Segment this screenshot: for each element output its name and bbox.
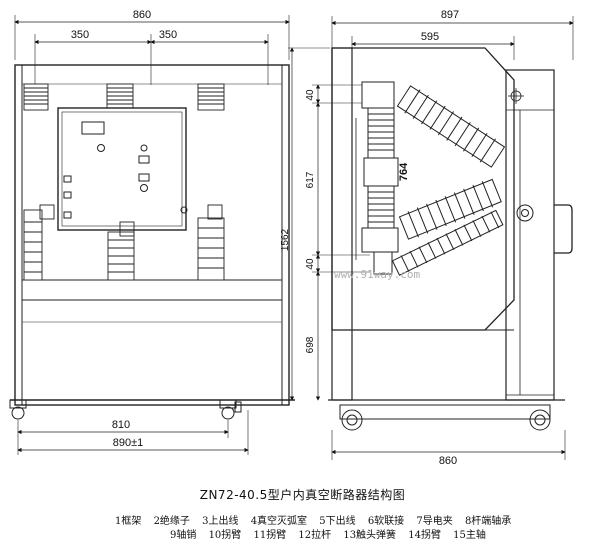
legend-item: 15主轴 bbox=[453, 530, 486, 539]
front-wheels bbox=[9, 399, 242, 420]
parts-legend-row-2: 9轴销 10拐臂 11拐臂 12拉杆 13触头弹簧 14拐臂 15主轴 bbox=[170, 526, 495, 539]
legend-item: 1框架 bbox=[115, 516, 142, 527]
dim-base-width: 890±1 bbox=[113, 437, 144, 449]
dim-side-pole-height: 764 bbox=[398, 162, 410, 181]
parts-legend-row-1: 1框架 2绝缘子 3上出线 4真空灭弧室 5下出线 6软联接 7导电夹 8杆端轴… bbox=[115, 512, 520, 527]
legend-item: 11拐臂 bbox=[253, 530, 287, 539]
top-insulators bbox=[23, 83, 225, 111]
vacuum-interrupter-pole bbox=[355, 81, 399, 275]
legend-item: 6软联接 bbox=[367, 516, 405, 527]
dim-front-total-width: 860 bbox=[133, 9, 151, 21]
dim-side-top-offset: 40 bbox=[305, 89, 316, 101]
lower-inclined-insulator bbox=[391, 209, 504, 276]
legend-item: 8杆端轴承 bbox=[464, 516, 512, 527]
front-view bbox=[9, 15, 295, 455]
dim-side-contact-height: 617 bbox=[305, 171, 316, 188]
legend-item: 10拐臂 bbox=[208, 530, 242, 539]
dim-side-upper-depth: 595 bbox=[421, 31, 439, 43]
drawing-title: ZN72-40.5型户内真空断路器结构图 bbox=[199, 488, 406, 502]
legend-item: 13触头弹簧 bbox=[343, 530, 397, 539]
watermark: www.91way.com bbox=[334, 268, 420, 281]
dim-wheel-span: 810 bbox=[112, 419, 130, 431]
legend-item: 3上出线 bbox=[202, 516, 239, 527]
legend-item: 14拐臂 bbox=[408, 530, 441, 539]
dim-side-lower-height: 698 bbox=[305, 336, 316, 353]
dim-side-overall-height: 1562 bbox=[280, 228, 291, 251]
dim-side-base-depth: 860 bbox=[439, 455, 457, 467]
dim-side-total-depth: 897 bbox=[441, 9, 459, 21]
legend-item: 9轴销 bbox=[170, 530, 197, 539]
dim-pole-spacing-right: 350 bbox=[159, 29, 177, 41]
side-view bbox=[288, 16, 574, 460]
legend-item: 7导电夹 bbox=[416, 516, 453, 527]
dim-side-bottom-offset: 40 bbox=[305, 258, 316, 270]
legend-item: 12拉杆 bbox=[298, 530, 332, 539]
lower-insulators bbox=[23, 204, 225, 281]
legend-item: 2绝缘子 bbox=[153, 516, 190, 527]
dim-pole-spacing-left: 350 bbox=[71, 29, 89, 41]
legend-item: 4真空灭弧室 bbox=[250, 516, 308, 527]
middle-inclined-insulator bbox=[398, 178, 502, 240]
legend-item: 5下出线 bbox=[319, 516, 356, 527]
upper-inclined-insulator bbox=[396, 85, 506, 168]
